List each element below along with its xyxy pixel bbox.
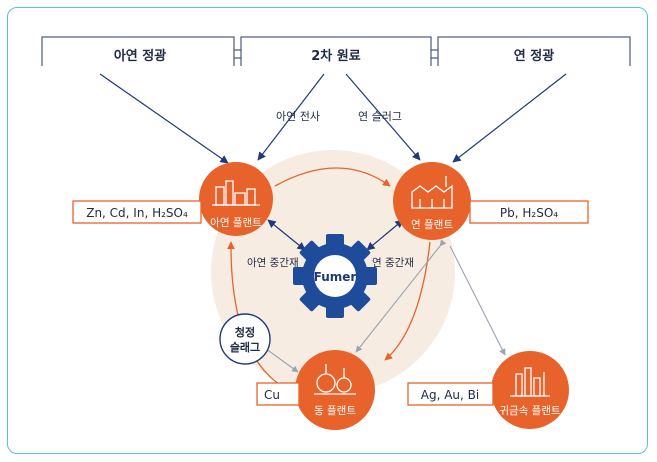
fumer-label: Fumer bbox=[314, 270, 357, 284]
zinc-plant-label: 아연 플랜트 bbox=[210, 217, 262, 229]
product-precious: Ag, Au, Bi bbox=[421, 388, 479, 402]
product-zinc: Zn, Cd, In, H₂SO₄ bbox=[86, 206, 188, 220]
lead-plant-label: 연 플랜트 bbox=[411, 219, 453, 231]
copper-plant-label: 동 플랜트 bbox=[314, 405, 356, 417]
diagram-frame bbox=[7, 7, 648, 454]
factory-icon bbox=[510, 367, 550, 397]
clean-slag-label-1: 청정 bbox=[235, 325, 255, 339]
factory-icon bbox=[411, 176, 453, 209]
flow-label-zinc-residue: 아연 전사 bbox=[276, 110, 320, 123]
product-box-zinc bbox=[72, 200, 202, 224]
factory-icon bbox=[314, 364, 356, 395]
precious-plant-label: 귀금속 플랜트 bbox=[499, 405, 561, 417]
clean-slag-label-2: 슬래그 bbox=[230, 340, 260, 354]
product-copper: Cu bbox=[264, 388, 280, 402]
copper-plant-node bbox=[295, 350, 375, 430]
flow-label-zinc-intermediate: 아연 중간재 bbox=[247, 257, 299, 269]
source-arrows bbox=[99, 73, 567, 164]
gear-arrows bbox=[267, 219, 404, 251]
factory-icon bbox=[212, 180, 260, 206]
product-box-lead bbox=[469, 200, 589, 224]
source-lead-concentrate: 연 정광 bbox=[514, 48, 554, 64]
flow-label-lead-slag: 연 슬러그 bbox=[358, 110, 402, 123]
clean-slag-node bbox=[219, 313, 271, 365]
source-zinc-concentrate: 아연 정광 bbox=[114, 48, 166, 64]
flow-label-lead-intermediate: 연 중간재 bbox=[372, 257, 414, 269]
source-bar bbox=[40, 36, 634, 75]
precious-plant-node bbox=[491, 351, 569, 429]
zinc-plant-node bbox=[199, 162, 273, 236]
product-box-copper bbox=[256, 382, 300, 406]
source-secondary-materials: 2차 원료 bbox=[311, 48, 360, 64]
product-lead: Pb, H₂SO₄ bbox=[500, 206, 558, 220]
product-box-precious bbox=[407, 382, 494, 406]
fumer-gear bbox=[293, 234, 377, 318]
